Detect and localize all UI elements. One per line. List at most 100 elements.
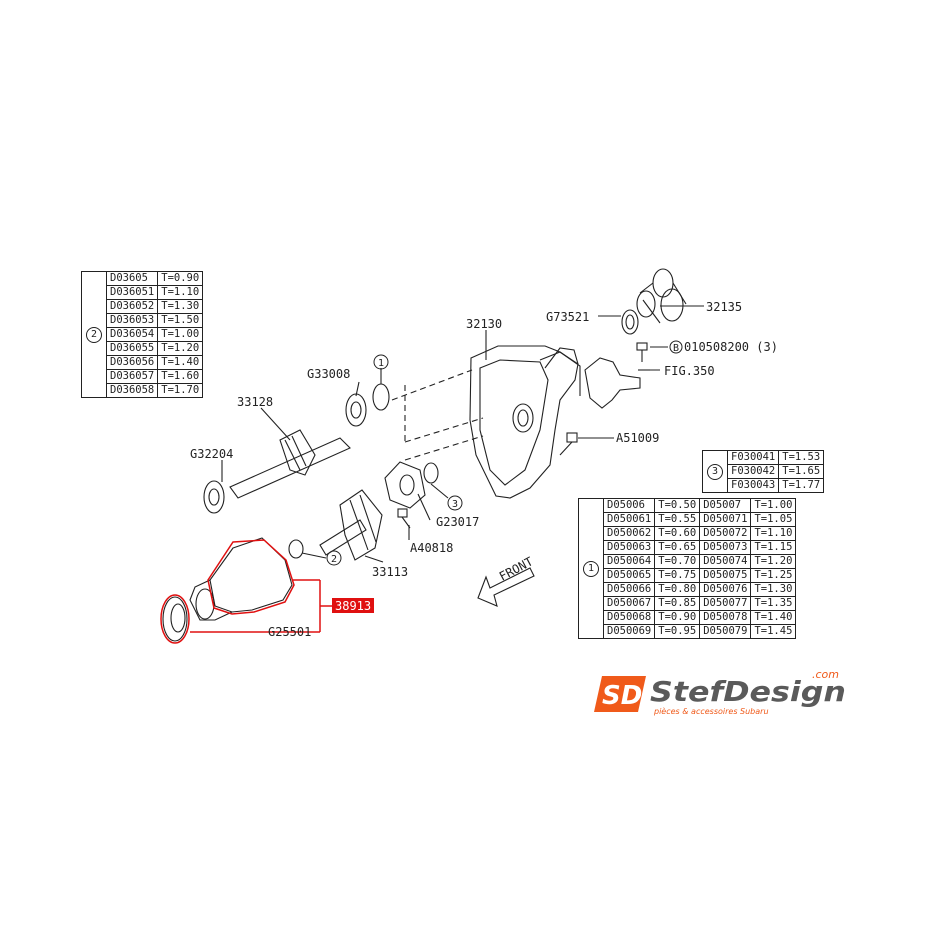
table-cell-thickness: T=0.55	[654, 512, 701, 527]
oring-1-part	[372, 383, 390, 411]
table-row: 1 D05006 T=0.50 D05007 T=1.00	[578, 498, 797, 639]
table-cell-thickness: T=0.85	[654, 596, 701, 611]
logo-name: StefDesign	[650, 675, 846, 708]
alignment-lines	[391, 369, 484, 461]
label-33128: 33128	[237, 395, 273, 409]
table-cell-part: D050075	[699, 568, 752, 583]
label-a51009: A51009	[616, 431, 659, 445]
table-cell-thickness: T=1.25	[750, 568, 797, 583]
table-cell-part: D036053	[105, 313, 159, 328]
table-cell-part: D036054	[105, 327, 159, 342]
logo-mark-shape	[594, 676, 646, 712]
marker-b-text: B	[673, 343, 679, 354]
table-cell-part: D036055	[105, 341, 159, 356]
table-cell-thickness: T=0.90	[157, 271, 204, 286]
table-cell-thickness: T=0.95	[654, 624, 701, 639]
table-cell-thickness: T=0.75	[654, 568, 701, 583]
seal-g25501-part	[162, 596, 188, 642]
boot-32135-part	[636, 268, 687, 324]
table-cell-part: D036056	[105, 355, 159, 370]
table-cell-part: D050071	[699, 512, 752, 527]
table-cell-thickness: T=1.00	[750, 498, 797, 513]
label-g23017: G23017	[436, 515, 479, 529]
table-cell-part: F030043	[726, 478, 780, 493]
marker-1-oring-text: 1	[378, 358, 384, 369]
table-cell-part: D050077	[699, 596, 752, 611]
table-cell-thickness: T=1.60	[157, 369, 204, 384]
table-cell-part: D05006	[602, 498, 656, 513]
table-cell-thickness: T=1.30	[157, 299, 204, 314]
table-cell-thickness: T=1.40	[750, 610, 797, 625]
table-cell-thickness: T=0.50	[654, 498, 701, 513]
table-cell-thickness: T=1.35	[750, 596, 797, 611]
table-cell-part: F030042	[726, 464, 780, 479]
table-cell-part: D050066	[602, 582, 656, 597]
table-cell-thickness: T=0.90	[654, 610, 701, 625]
table-cell-thickness: T=1.20	[157, 341, 204, 356]
bolt-b-part	[636, 342, 648, 362]
table-cell-thickness: T=1.50	[157, 313, 204, 328]
highlight-label-box	[332, 598, 374, 613]
label-g25501: G25501	[268, 625, 311, 639]
table-cell-part: F030041	[726, 450, 780, 465]
marker-b	[669, 340, 683, 354]
marker-3-shim	[447, 495, 463, 511]
bearing-g33008-part	[345, 393, 367, 427]
label-32135: 32135	[706, 300, 742, 314]
table-cell-part: D050062	[602, 526, 656, 541]
logo-mark-text: SD	[602, 681, 642, 711]
table-3-marker: 3	[702, 450, 728, 493]
table-cell-thickness: T=1.45	[750, 624, 797, 639]
table-cell-part: D050064	[602, 554, 656, 569]
table-cell-thickness: T=0.60	[654, 526, 701, 541]
table-2-marker: 2	[81, 271, 107, 398]
seal-g73521-part	[621, 309, 639, 335]
table-cell-thickness: T=1.65	[778, 464, 825, 479]
table-row: 3 F030041 T=1.53	[702, 450, 825, 493]
marker-3-shim-text: 3	[452, 499, 458, 510]
table-cell-part: D050069	[602, 624, 656, 639]
bearing-g32204-part	[203, 480, 225, 514]
bolt-a40818-part	[397, 508, 411, 529]
table-cell-part: D050073	[699, 540, 752, 555]
table-cell-part: D036052	[105, 299, 159, 314]
table-cell-part: D050074	[699, 554, 752, 569]
front-arrow	[477, 567, 535, 607]
bolt-a51009-part	[559, 432, 578, 456]
label-32130: 32130	[466, 317, 502, 331]
table-cell-part: D050067	[602, 596, 656, 611]
marker-1-oring	[373, 354, 389, 370]
table-cell-part: D036057	[105, 369, 159, 384]
marker-2-oring	[326, 550, 342, 566]
housing-32130-part	[469, 345, 581, 499]
table-cell-thickness: T=0.70	[654, 554, 701, 569]
table-cell-part: D05007	[699, 498, 752, 513]
table-cell-thickness: T=1.10	[750, 526, 797, 541]
table-cell-thickness: T=1.10	[157, 285, 204, 300]
logo-domain: .com	[812, 668, 839, 681]
table-cell-part: D050068	[602, 610, 656, 625]
table-1-marker: 1	[578, 498, 604, 639]
table-cell-part: D050063	[602, 540, 656, 555]
oring-2-part	[288, 539, 304, 559]
logo-tagline: pièces & accessoires Subaru	[653, 706, 769, 716]
table-cell-thickness: T=1.40	[157, 355, 204, 370]
table-cell-part: D036051	[105, 285, 159, 300]
label-g73521: G73521	[546, 310, 589, 324]
